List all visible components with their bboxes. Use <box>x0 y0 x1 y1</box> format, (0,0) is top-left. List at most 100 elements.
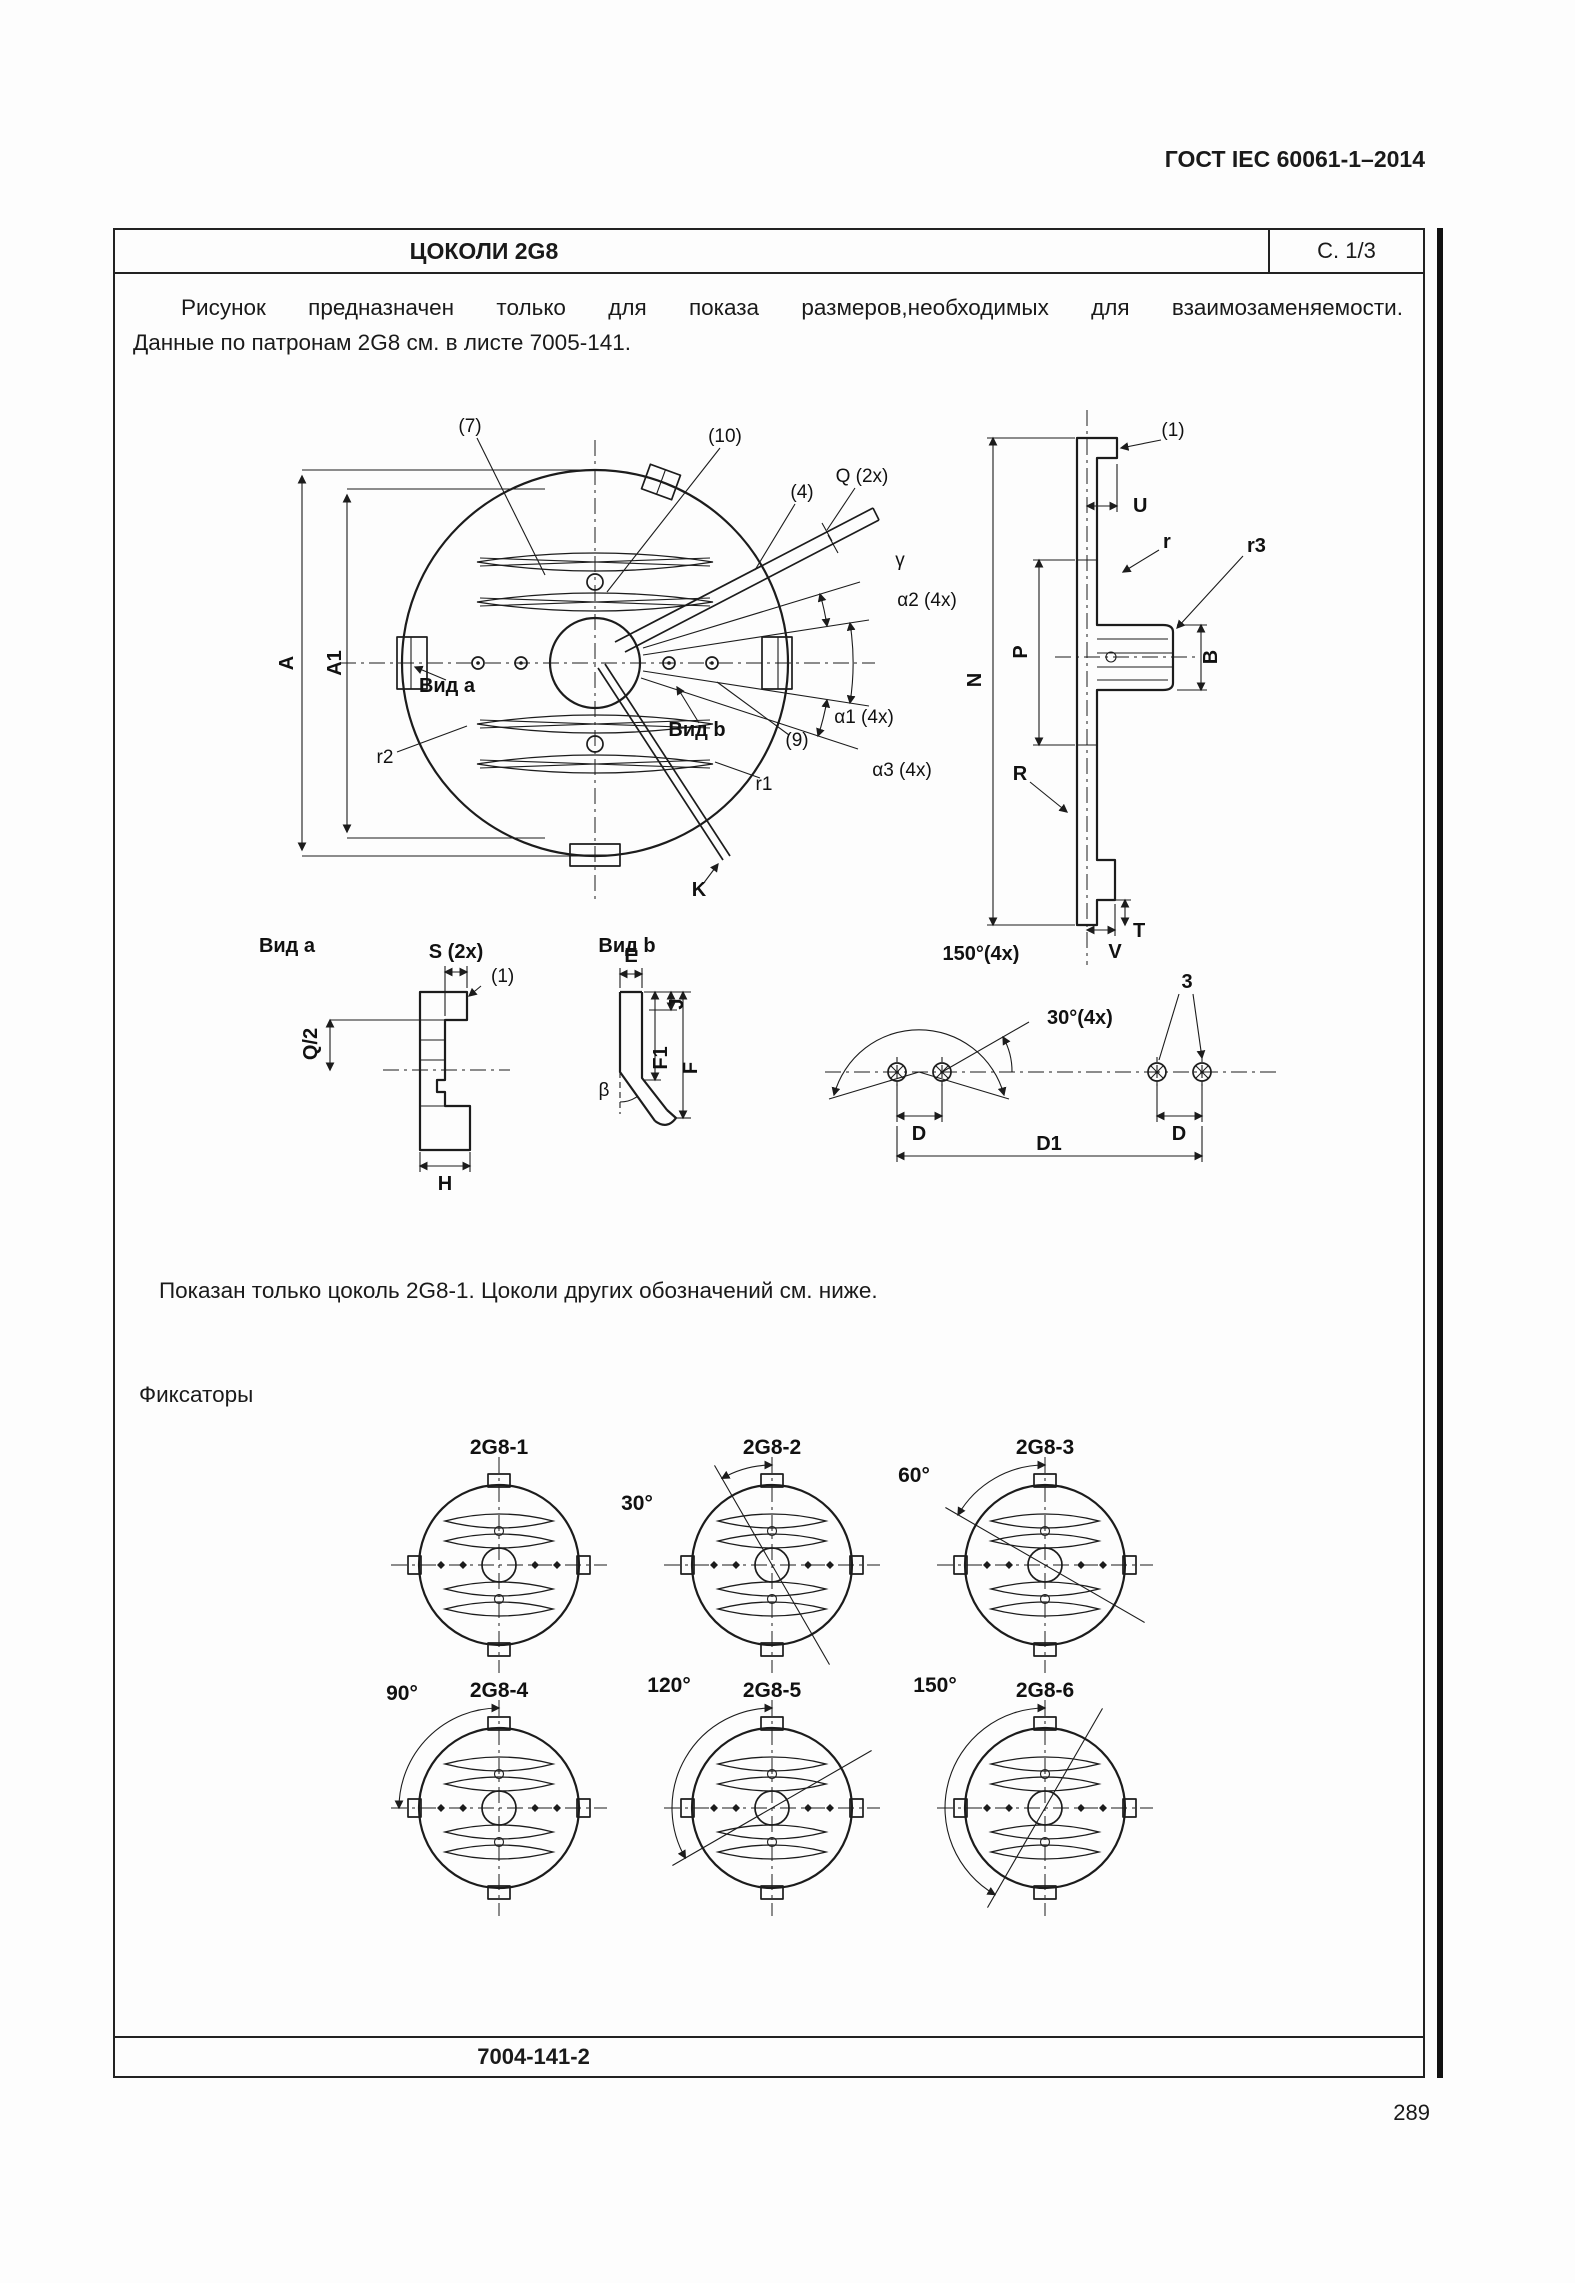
label-alpha1: α1 (4x) <box>834 707 894 728</box>
fixator-3-name: 2G8-3 <box>1016 1436 1074 1459</box>
r-leader <box>1121 549 1160 573</box>
label-alpha2: α2 (4x) <box>897 590 957 611</box>
fixators-heading: Фиксаторы <box>139 1382 254 1407</box>
dim-b <box>1177 623 1207 692</box>
fixator-2-angle: 30° <box>621 1492 653 1515</box>
spring-rivet-bottom <box>586 735 604 753</box>
label-gamma: γ <box>895 550 905 571</box>
fixator-2g8-2: 2G8-2 30° <box>621 1436 882 1675</box>
rays-150 <box>828 1071 1010 1100</box>
side-profile <box>1075 436 1175 927</box>
sheet-page-indicator: С. 1/3 <box>1317 238 1376 263</box>
dim-e <box>618 968 644 988</box>
dim-v <box>1099 898 1131 927</box>
view-a-arrow-label: Вид a <box>419 675 476 697</box>
label-v: V <box>1108 941 1122 963</box>
fixator-2-name: 2G8-2 <box>743 1436 801 1459</box>
leader-3 <box>1158 993 1202 1060</box>
ref-10: (10) <box>708 426 742 447</box>
plug-lamellas <box>1097 638 1172 681</box>
plug-contact-dot <box>1105 651 1117 663</box>
front-view: (7) (10) (4) Q (2x) γ α2 (4x) α1 (4x) α3… <box>276 416 957 901</box>
fixator-2g8-6: 2G8-6 150° <box>913 1674 1155 1918</box>
label-r: r <box>1163 531 1171 553</box>
arc-150 <box>831 1029 1007 1097</box>
label-alpha3: α3 (4x) <box>872 760 932 781</box>
dim-n <box>987 436 1075 927</box>
view-a-ref-1: (1) <box>491 966 514 987</box>
label-r1: r1 <box>756 774 773 795</box>
dim-s2x <box>443 966 469 1016</box>
intro-line-2: Данные по патронам 2G8 см. в листе 7005-… <box>133 330 631 355</box>
intro-paragraph: Рисунок предназначен только для показа р… <box>133 290 1403 360</box>
dim-p <box>1033 558 1075 747</box>
cap-center-hole <box>548 616 642 710</box>
intro-line-1: Рисунок предназначен только для показа р… <box>181 295 1403 320</box>
angle-rays <box>640 581 870 750</box>
label-R: R <box>1013 763 1028 785</box>
ref-9: (9) <box>785 730 808 751</box>
label-d-left: D <box>912 1123 926 1145</box>
fixator-5-angle: 120° <box>647 1674 690 1697</box>
view-b-detail: Вид b <box>598 935 702 1126</box>
label-30-4x: 30°(4x) <box>1047 1007 1113 1029</box>
axis-contacts <box>471 656 719 670</box>
dim-q-half <box>325 1018 445 1072</box>
label-r2: r2 <box>377 747 394 768</box>
label-a1: A1 <box>324 650 346 676</box>
dim-a1 <box>342 488 545 839</box>
document-header: ГОСТ IEC 60061-1–2014 <box>1164 146 1425 172</box>
label-d-right: D <box>1172 1123 1186 1145</box>
label-150-4x: 150°(4x) <box>943 943 1020 965</box>
dim-d1 <box>895 1126 1204 1162</box>
dim-u <box>1085 464 1119 512</box>
fixators-drawing: 2G8-1 2G8-2 30° 2G8-3 60° 2G8-4 90° <box>386 1436 1155 1918</box>
main-drawing: (7) (10) (4) Q (2x) γ α2 (4x) α1 (4x) α3… <box>259 410 1280 1195</box>
arc-30 <box>1002 1035 1013 1073</box>
label-j: J <box>666 998 688 1009</box>
ref1-leader <box>1119 439 1162 451</box>
note-text: Показан только цоколь 2G8-1. Цоколи друг… <box>159 1278 878 1303</box>
label-q-half: Q/2 <box>300 1028 322 1060</box>
sheet-title-row: ЦОКОЛИ 2G8 С. 1/3 <box>115 230 1423 274</box>
view-a-detail: Вид a S (2x) <box>259 935 514 1195</box>
fixator-5-name: 2G8-5 <box>743 1679 802 1702</box>
fixator-4-angle: 90° <box>386 1682 418 1705</box>
dim-d-left <box>895 1084 944 1122</box>
side-view: (1) U r r3 B P N R T V <box>964 410 1266 965</box>
fixator-2g8-1: 2G8-1 <box>389 1436 609 1675</box>
label-s2x: S (2x) <box>429 941 483 963</box>
keyway <box>597 663 731 861</box>
view-a-profile <box>418 990 472 1152</box>
dim-d-right <box>1155 1084 1204 1122</box>
fixator-4-name: 2G8-4 <box>470 1679 529 1702</box>
R-leader <box>1029 781 1069 813</box>
ref-4: (4) <box>790 482 813 503</box>
label-p: P <box>1010 645 1032 658</box>
fixator-6-angle: 150° <box>913 1674 956 1697</box>
fixator-1-name: 2G8-1 <box>470 1436 529 1459</box>
view-a-title: Вид a <box>259 935 316 957</box>
front-leaders <box>396 437 856 885</box>
cap-tabs <box>396 463 793 867</box>
ray-30 <box>941 1021 1030 1073</box>
label-3: 3 <box>1181 971 1192 993</box>
lamp-pin <box>614 507 880 653</box>
label-n: N <box>964 673 986 687</box>
view-b-title: Вид b <box>598 935 655 957</box>
label-u: U <box>1133 495 1147 517</box>
spring-rivet-top <box>586 573 604 591</box>
label-f1: F1 <box>650 1046 672 1069</box>
label-b: B <box>1200 650 1222 664</box>
dim-h <box>418 1152 472 1172</box>
side-ref-1: (1) <box>1161 420 1184 441</box>
fixator-2g8-5: 2G8-5 120° <box>647 1674 882 1918</box>
label-h: H <box>438 1173 452 1195</box>
label-r3: r3 <box>1247 535 1266 557</box>
ref-7: (7) <box>458 416 481 437</box>
doc-number: 7004-141-2 <box>477 2044 590 2069</box>
label-d1: D1 <box>1036 1133 1062 1155</box>
label-k: K <box>692 879 707 901</box>
pin-spacing-diagram: 150°(4x) 30°(4x) 3 D D D1 <box>825 943 1280 1162</box>
